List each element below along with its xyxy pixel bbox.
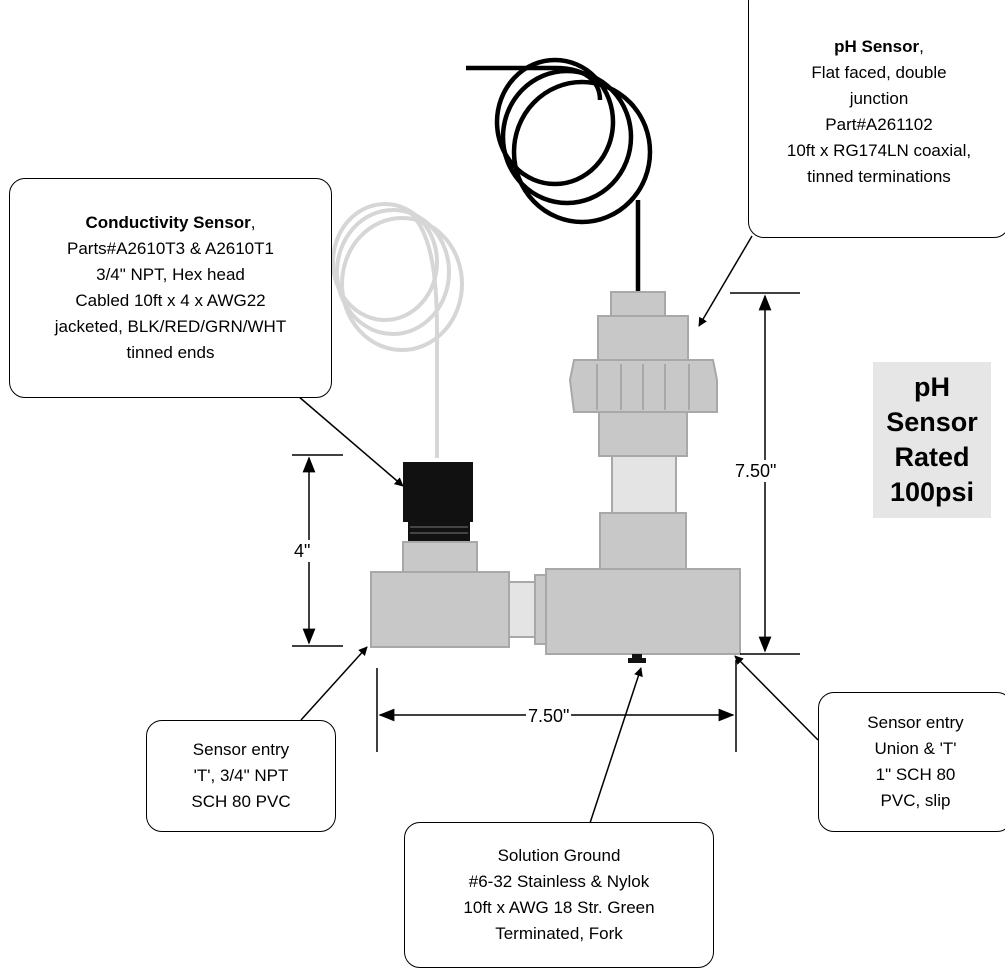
rating-line-4: 100psi (889, 477, 975, 507)
ground-screw (628, 654, 646, 663)
callout-solution-ground: Solution Ground #6-32 Stainless & Nylok … (404, 822, 714, 968)
callout-tee-line-3: SCH 80 PVC (191, 792, 291, 811)
callout-sensor-entry-tee: Sensor entry 'T', 3/4" NPT SCH 80 PVC (146, 720, 336, 832)
ph-clear-pipe (611, 455, 677, 514)
callout-conductivity-line-3: Cabled 10ft x 4 x AWG22 (75, 291, 266, 310)
dimension-label-width: 7.50" (526, 705, 572, 727)
connecting-pipe (508, 581, 538, 638)
dimension-label-ph-height: 7.50" (733, 460, 779, 482)
conductivity-adapter (402, 541, 478, 573)
rating-line-3: Rated (894, 442, 970, 472)
callout-ph-line-1: Flat faced, double (811, 63, 947, 82)
tee-one-inch (545, 568, 741, 655)
callout-union-line-2: Union & 'T' (874, 739, 957, 758)
callout-union-line-3: 1" SCH 80 (875, 765, 956, 784)
leader-lines (297, 235, 819, 824)
conductivity-sensor-head (403, 462, 473, 542)
callout-conductivity-line-4: jacketed, BLK/RED/GRN/WHT (54, 317, 287, 336)
callout-tee-line-1: Sensor entry (192, 740, 290, 759)
callout-ph-sensor: pH Sensor, Flat faced, double junction P… (748, 0, 1005, 238)
callout-conductivity-line-5: tinned ends (126, 343, 215, 362)
callout-sensor-entry-union: Sensor entry Union & 'T' 1" SCH 80 PVC, … (818, 692, 1005, 832)
callout-ph-line-3: Part#A261102 (825, 115, 933, 134)
callout-union-line-1: Sensor entry (867, 713, 964, 732)
ph-coax-cable (466, 57, 653, 292)
callout-ground-line-1: Solution Ground (497, 846, 621, 865)
callout-ground-line-4: Terminated, Fork (495, 924, 623, 943)
callout-ph-line-4: 10ft x RG174LN coaxial, (786, 141, 972, 160)
callout-conductivity-sensor: Conductivity Sensor, Parts#A2610T3 & A26… (9, 178, 332, 398)
callout-ph-line-5: tinned terminations (807, 167, 951, 186)
pressure-rating-badge: pH Sensor Rated 100psi (873, 362, 991, 518)
callout-ph-line-2: junction (849, 89, 909, 108)
ph-pipe-collar (599, 512, 687, 570)
callout-ground-line-3: 10ft x AWG 18 Str. Green (463, 898, 655, 917)
callout-tee-line-2: 'T', 3/4" NPT (193, 766, 289, 785)
tee-three-quarter (370, 571, 510, 648)
callout-conductivity-line-1: Parts#A2610T3 & A2610T1 (67, 239, 274, 258)
dimension-label-4in: 4" (292, 540, 313, 562)
dimension-lines (292, 292, 800, 752)
conductivity-cable (331, 202, 464, 458)
callout-ground-line-2: #6-32 Stainless & Nylok (468, 872, 650, 891)
rating-line-2: Sensor (886, 407, 978, 437)
callout-union-line-4: PVC, slip (880, 791, 951, 810)
callout-ph-title: pH Sensor, (834, 37, 924, 56)
ph-sensor-body (568, 291, 718, 457)
rating-line-1: pH (914, 372, 950, 402)
callout-conductivity-title: Conductivity Sensor, (85, 213, 256, 232)
callout-conductivity-line-2: 3/4" NPT, Hex head (96, 265, 245, 284)
